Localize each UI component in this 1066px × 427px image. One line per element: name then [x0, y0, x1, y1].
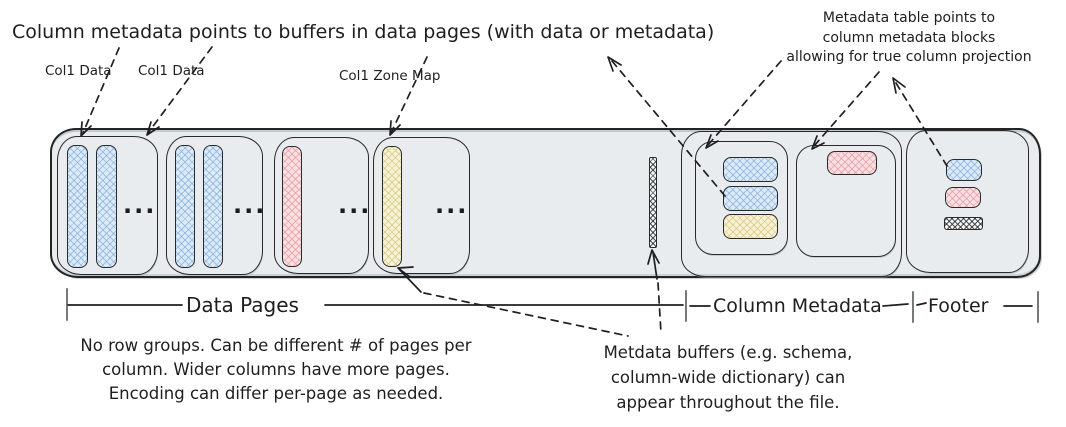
data-page-buffer-2b [203, 145, 223, 268]
data-pages-label: Data Pages [186, 293, 299, 317]
data-pages-note-line2: column. Wider columns have more pages. [102, 360, 450, 379]
column-metadata-buffer-yellow [723, 214, 778, 239]
footer-metadata-table [944, 217, 983, 230]
data-page-buffer-col1-a [67, 145, 88, 268]
arrow-note-to-buffer2 [147, 46, 213, 134]
metadata-buffers-note-line2: column-wide dictionary) can [610, 368, 846, 387]
arrow-buffersnote-to-zonemap [423, 292, 629, 337]
column-metadata-buffer-pink [827, 151, 877, 175]
data-pages-note-line1: No row groups. Can be different # of pag… [80, 336, 472, 355]
more-pages-dots-1: ... [123, 191, 157, 219]
metadata-buffers-note-line1: Metdata buffers (e.g. schema, [603, 343, 853, 362]
footer-section [906, 130, 1029, 273]
column-metadata-section [681, 131, 902, 277]
data-page-buffer-3 [282, 146, 302, 267]
column-metadata-label: Column Metadata [713, 295, 882, 317]
data-pages-note-line3: Encoding can differ per-page as needed. [108, 384, 444, 403]
more-pages-dots-4: ... [435, 191, 469, 219]
footer-buffer-pink [945, 187, 981, 208]
col1-data-label-1: Col1 Data [45, 63, 112, 79]
data-page-group-2 [166, 136, 263, 275]
column-metadata-buffer-blue-2 [723, 186, 778, 211]
data-pages-note: No row groups. Can be different # of pag… [30, 334, 522, 406]
data-page-group-3 [274, 137, 369, 274]
data-page-buffer-2a [175, 145, 195, 268]
arrowhead-colmeta-to-note [607, 56, 622, 72]
data-page-group-1 [57, 136, 158, 275]
col1-zone-map-label: Col1 Zone Map [339, 68, 441, 84]
arrow-buffersnote-to-loose [657, 282, 662, 334]
zone-map-buffer [382, 146, 402, 267]
col1-data-label-2: Col1 Data [138, 63, 205, 79]
metadata-buffers-note: Metdata buffers (e.g. schema, column-wid… [592, 340, 864, 415]
loose-metadata-buffer [649, 157, 657, 248]
column-metadata-buffer-blue-1 [723, 157, 778, 182]
pointer-note: Column metadata points to buffers in dat… [12, 21, 715, 43]
metadata-table-note-line1: Metadata table points to [822, 10, 996, 26]
footer-label: Footer [928, 295, 989, 317]
bracket-line-colmeta-right [882, 303, 909, 307]
more-pages-dots-2: ... [233, 191, 267, 219]
bracket-line-footer-left [916, 302, 927, 306]
more-pages-dots-3: ... [338, 191, 372, 219]
arrowhead-footer-to-note [892, 77, 906, 94]
metadata-table-note-line3: allowing for true column projection [786, 49, 1032, 65]
footer-buffer-blue [946, 159, 982, 181]
arrow-note-to-buffer1 [82, 47, 120, 134]
metadata-table-note-line2: column metadata blocks [822, 29, 996, 46]
data-page-buffer-col1-b [96, 145, 117, 268]
metadata-buffers-note-line3: appear throughout the file. [616, 393, 840, 412]
metadata-table-note: Metadata table points to column metadata… [758, 9, 1060, 68]
